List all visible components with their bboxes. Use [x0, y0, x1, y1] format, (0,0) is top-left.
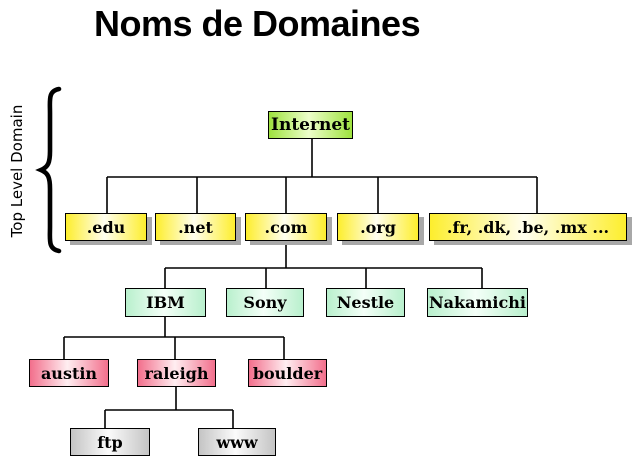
node-internet: Internet [268, 111, 353, 139]
node-raleigh: raleigh [137, 359, 216, 387]
node-ftp: ftp [70, 428, 150, 456]
node-com: .com [245, 213, 327, 241]
node-boulder: boulder [248, 359, 327, 387]
node-ibm: IBM [125, 288, 206, 317]
node-www: www [198, 428, 276, 456]
node-net: .net [155, 213, 236, 241]
node-nakamichi: Nakamichi [427, 288, 528, 317]
node-nestle: Nestle [326, 288, 405, 317]
node-edu: .edu [65, 213, 147, 241]
curly-brace-icon [35, 86, 62, 254]
top-level-domain-label: Top Level Domain [8, 104, 26, 238]
page-title: Noms de Domaines [94, 3, 421, 44]
node-country-tlds: .fr, .dk, .be, .mx ... [429, 213, 627, 241]
node-austin: austin [29, 359, 109, 387]
node-sony: Sony [226, 288, 304, 317]
connector-lines [63, 139, 538, 428]
node-org: .org [337, 213, 419, 241]
